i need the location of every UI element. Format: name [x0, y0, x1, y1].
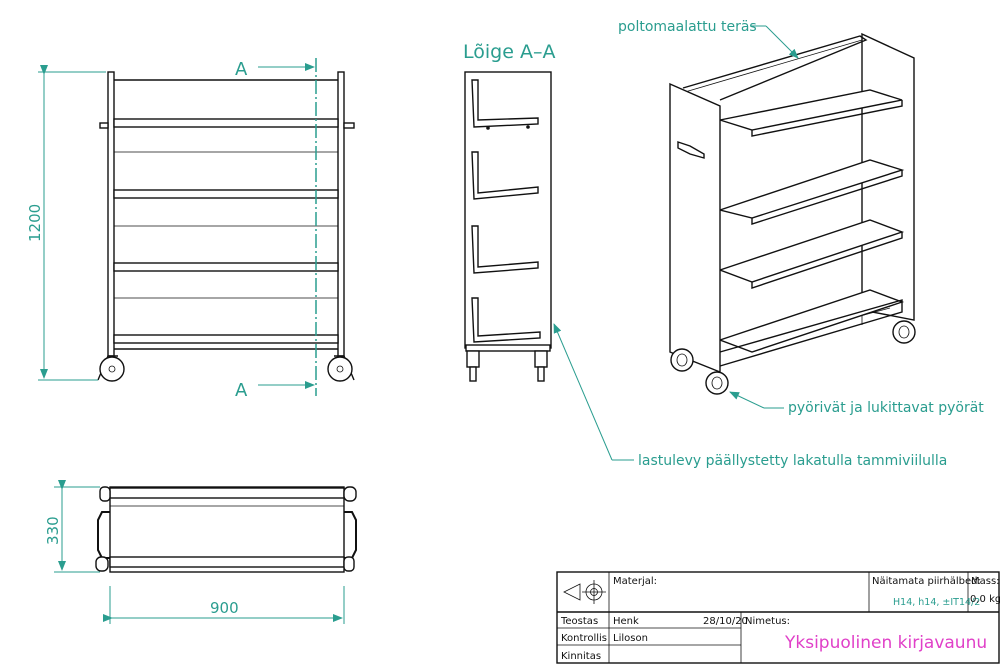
projection-symbol-icon — [563, 580, 606, 604]
tolerance-value: H14, h14, ±IT14/2 — [893, 597, 980, 608]
section-marker-top: A — [235, 59, 248, 80]
callouts: poltomaalattu teräs pyörivät ja lukittav… — [553, 19, 984, 469]
depth-dim-text: 330 — [44, 516, 62, 545]
front-right-panel — [337, 71, 345, 357]
row-date: 28/10/20 — [703, 616, 748, 627]
row-role: Kinnitas — [561, 651, 601, 662]
material-label: Materjal: — [613, 576, 657, 587]
front-shelves — [113, 118, 339, 350]
top-view: 330 900 — [44, 480, 357, 624]
front-left-panel — [107, 71, 115, 357]
height-dim-text: 1200 — [26, 204, 44, 242]
row-role: Kontrollis — [561, 633, 607, 644]
section-shelf-profiles — [471, 79, 541, 343]
mass-value: 0,0 kg — [970, 594, 1000, 605]
height-dimension: 1200 — [26, 65, 106, 381]
depth-dimension: 330 — [44, 480, 100, 573]
row-name: Henk — [613, 616, 639, 627]
callout-board: lastulevy päällystetty lakatulla tammivi… — [638, 453, 947, 469]
section-title: Lõige A–A — [463, 41, 555, 63]
width-dim-text: 900 — [210, 599, 239, 617]
width-dimension: 900 — [103, 586, 345, 624]
iso-wheels — [670, 320, 916, 395]
front-view: A A 1200 — [26, 58, 355, 401]
iso-handle — [677, 141, 705, 159]
section-view: Lõige A–A — [463, 41, 555, 382]
iso-shelves — [717, 89, 905, 353]
mass-label: Mass: — [971, 576, 1000, 587]
row-name: Liloson — [613, 633, 648, 644]
tolerance-label: Näitamata piirhälbed: — [872, 576, 981, 587]
iso-left-panel — [669, 82, 721, 374]
name-label: Nimetus: — [745, 616, 790, 627]
section-marker-bottom: A — [235, 380, 248, 401]
title-block: Materjal: Näitamata piirhälbed: H14, h14… — [556, 571, 1000, 664]
front-wheels — [97, 355, 355, 382]
drawing-title: Yksipuolinen kirjavaunu — [784, 633, 987, 653]
section-wheels — [466, 350, 548, 382]
callout-steel: poltomaalattu teräs — [618, 19, 757, 35]
isometric-view — [669, 32, 916, 395]
callout-wheels: pyörivät ja lukittavat pyörät — [788, 400, 984, 416]
row-role: Teostas — [560, 616, 598, 627]
